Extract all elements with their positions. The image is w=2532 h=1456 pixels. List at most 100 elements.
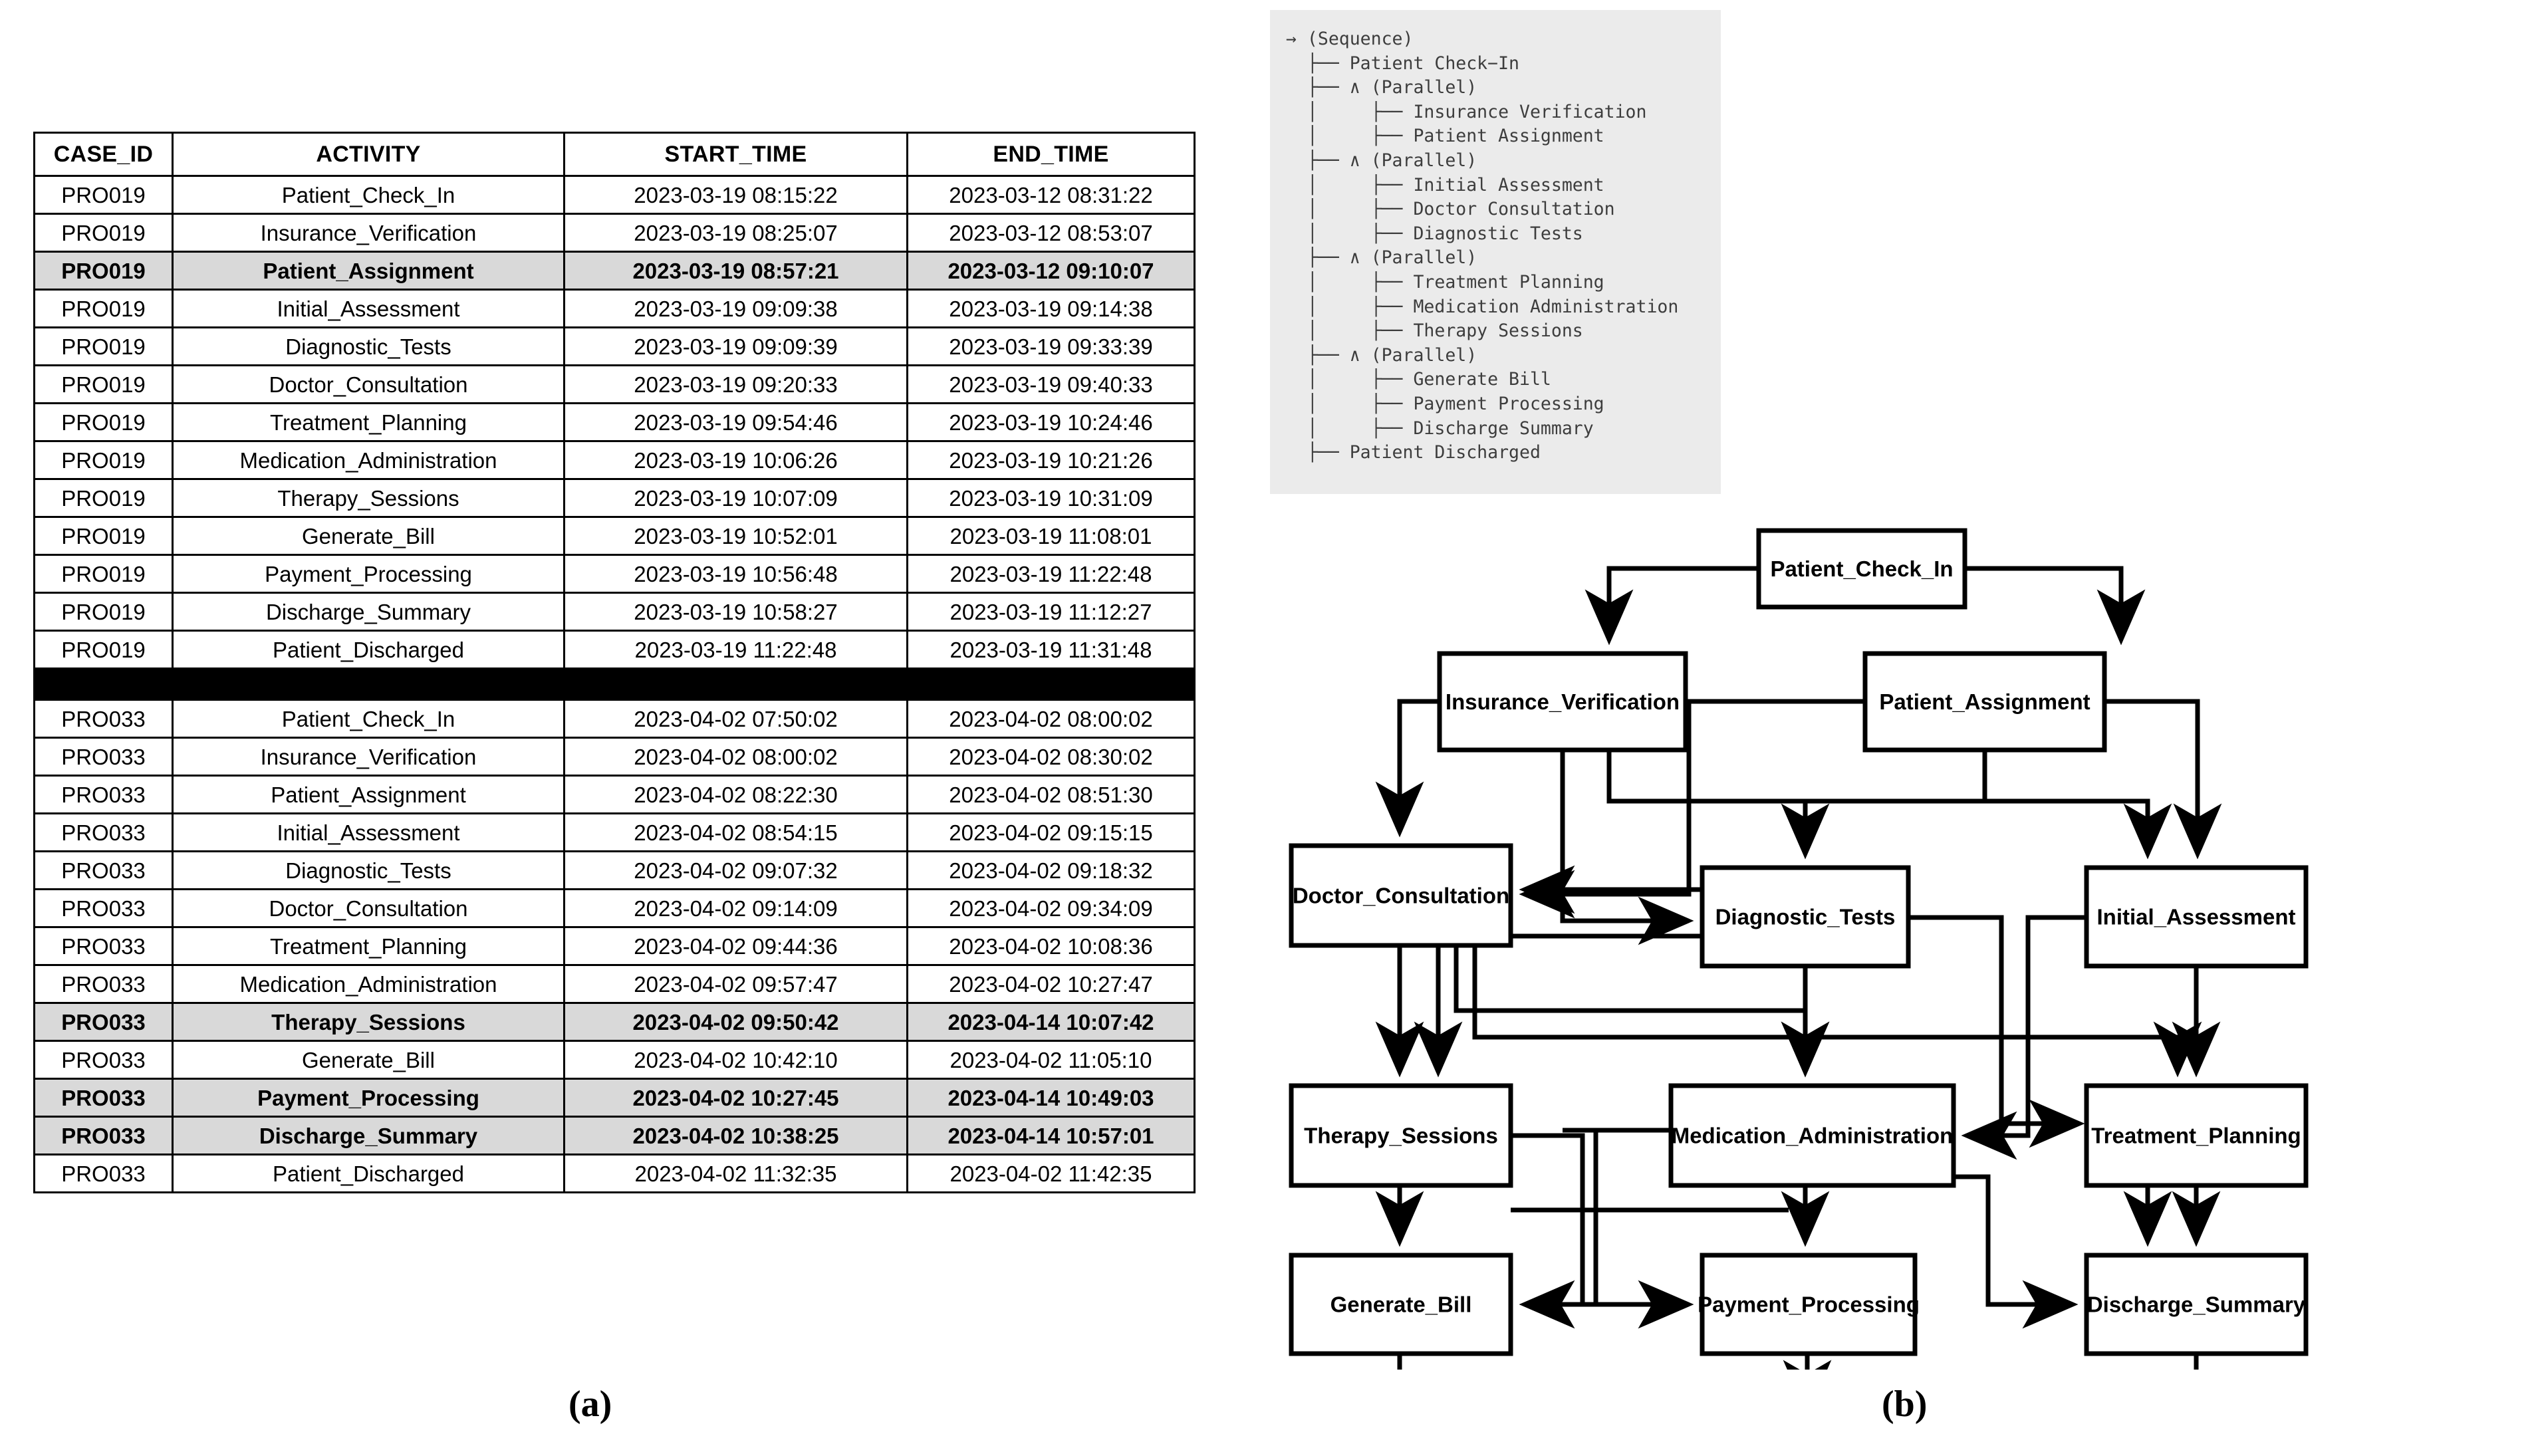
graph-node-label: Therapy_Sessions (1304, 1124, 1498, 1148)
graph-node-label: Medication_Administration (1672, 1124, 1954, 1148)
cell-case-id: PRO033 (33, 737, 174, 777)
cell-end-time: 2023-04-02 08:30:02 (906, 737, 1196, 777)
cell-case-id: PRO019 (33, 213, 174, 253)
cell-case-id: PRO033 (33, 699, 174, 739)
graph-node-medication_administration[interactable]: Medication_Administration (1668, 1083, 1956, 1188)
graph-node-payment_processing[interactable]: Payment_Processing (1698, 1253, 1920, 1356)
cell-start-time: 2023-04-02 09:44:36 (563, 926, 908, 966)
graph-node-patient_assignment[interactable]: Patient_Assignment (1862, 651, 2107, 753)
cell-activity: Patient_Assignment (172, 775, 565, 814)
cell-case-id: PRO033 (33, 888, 174, 928)
cell-end-time: 2023-04-14 10:07:42 (906, 1002, 1196, 1042)
cell-start-time: 2023-04-02 10:42:10 (563, 1040, 908, 1080)
cell-start-time: 2023-04-02 10:38:25 (563, 1116, 908, 1155)
cell-activity: Medication_Administration (172, 964, 565, 1004)
cell-start-time: 2023-03-19 09:09:39 (563, 326, 908, 366)
graph-node-doctor_consultation[interactable]: Doctor_Consultation (1289, 843, 1513, 948)
cell-start-time: 2023-03-19 10:06:26 (563, 440, 908, 480)
graph-node-therapy_sessions[interactable]: Therapy_Sessions (1289, 1083, 1513, 1188)
cell-end-time: 2023-04-02 09:15:15 (906, 812, 1196, 852)
cell-end-time: 2023-04-02 10:08:36 (906, 926, 1196, 966)
cell-activity: Doctor_Consultation (172, 888, 565, 928)
separator-cell (33, 667, 1196, 701)
cell-end-time: 2023-03-19 10:24:46 (906, 402, 1196, 442)
graph-node-discharge_summary[interactable]: Discharge_Summary (2084, 1253, 2309, 1356)
graph-node-initial_assessment[interactable]: Initial_Assessment (2084, 865, 2309, 969)
graph-node-generate_bill[interactable]: Generate_Bill (1289, 1253, 1513, 1356)
caption-a: (a) (569, 1384, 612, 1425)
cell-start-time: 2023-03-19 09:54:46 (563, 402, 908, 442)
cell-activity: Payment_Processing (172, 1078, 565, 1118)
graph-node-treatment_planning[interactable]: Treatment_Planning (2084, 1083, 2309, 1188)
cell-case-id: PRO033 (33, 1002, 174, 1042)
cell-start-time: 2023-04-02 10:27:45 (563, 1078, 908, 1118)
cell-case-id: PRO033 (33, 850, 174, 890)
graph-edge-layer (1375, 566, 2222, 1370)
cell-end-time: 2023-03-12 08:31:22 (906, 175, 1196, 215)
graph-node-diagnostic_tests[interactable]: Diagnostic_Tests (1700, 865, 1911, 969)
cell-case-id: PRO033 (33, 1040, 174, 1080)
cell-end-time: 2023-04-14 10:57:01 (906, 1116, 1196, 1155)
cell-start-time: 2023-04-02 09:50:42 (563, 1002, 908, 1042)
cell-case-id: PRO019 (33, 440, 174, 480)
graph-node-label: Payment_Processing (1698, 1292, 1920, 1317)
cell-case-id: PRO019 (33, 554, 174, 594)
graph-node-insurance_verification[interactable]: Insurance_Verification (1437, 651, 1688, 753)
graph-node-label: Initial_Assessment (2097, 905, 2296, 929)
graph-node-label: Diagnostic_Tests (1715, 905, 1896, 929)
cell-start-time: 2023-04-02 08:54:15 (563, 812, 908, 852)
cell-case-id: PRO033 (33, 812, 174, 852)
cell-start-time: 2023-04-02 09:57:47 (563, 964, 908, 1004)
cell-case-id: PRO019 (33, 326, 174, 366)
cell-activity: Diagnostic_Tests (172, 850, 565, 890)
cell-activity: Insurance_Verification (172, 213, 565, 253)
cell-end-time: 2023-03-19 11:31:48 (906, 630, 1196, 669)
cell-case-id: PRO033 (33, 964, 174, 1004)
caption-b: (b) (1882, 1384, 1928, 1425)
cell-case-id: PRO019 (33, 251, 174, 291)
graph-node-patient_check_in[interactable]: Patient_Check_In (1756, 528, 1967, 610)
column-header-end-time: END_TIME (906, 132, 1196, 177)
cell-start-time: 2023-03-19 10:56:48 (563, 554, 908, 594)
cell-end-time: 2023-03-19 10:21:26 (906, 440, 1196, 480)
cell-activity: Treatment_Planning (172, 402, 565, 442)
cell-case-id: PRO019 (33, 289, 174, 328)
cell-activity: Insurance_Verification (172, 737, 565, 777)
cell-end-time: 2023-03-12 08:53:07 (906, 213, 1196, 253)
graph-node-label: Discharge_Summary (2087, 1292, 2306, 1317)
cell-start-time: 2023-04-02 08:00:02 (563, 737, 908, 777)
cell-end-time: 2023-03-19 09:33:39 (906, 326, 1196, 366)
column-header-activity: ACTIVITY (172, 132, 565, 177)
column-header-start-time: START_TIME (563, 132, 908, 177)
cell-activity: Treatment_Planning (172, 926, 565, 966)
cell-start-time: 2023-03-19 08:15:22 (563, 175, 908, 215)
cell-end-time: 2023-04-02 11:05:10 (906, 1040, 1196, 1080)
